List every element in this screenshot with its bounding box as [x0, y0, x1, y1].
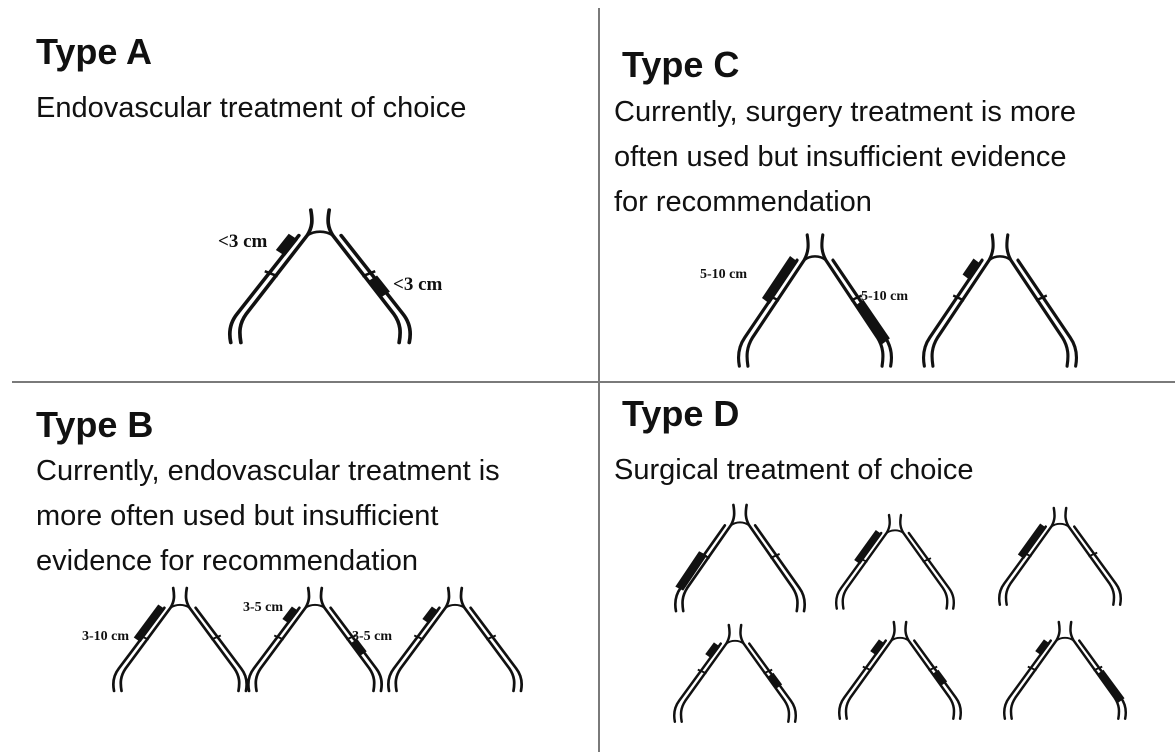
panel-d-vessel-diagrams	[674, 505, 1126, 722]
panel-b-label-1: 3-10 cm	[82, 629, 129, 644]
panel-b-vessel-diagrams: 3-10 cm 3-5 cm 3-5 cm	[82, 588, 522, 691]
panel-c-label-right: 5-10 cm	[861, 289, 908, 304]
panel-a-label-left: <3 cm	[218, 231, 268, 252]
panel-c-label-left: 5-10 cm	[700, 267, 747, 282]
panel-c-vessel-diagrams: 5-10 cm 5-10 cm	[700, 235, 1076, 366]
panel-a-vessel-diagram: <3 cm <3 cm	[218, 210, 443, 343]
panel-b-label-2: 3-5 cm	[243, 600, 283, 615]
panel-a-label-right: <3 cm	[393, 274, 443, 295]
panel-b-label-3: 3-5 cm	[352, 629, 392, 644]
